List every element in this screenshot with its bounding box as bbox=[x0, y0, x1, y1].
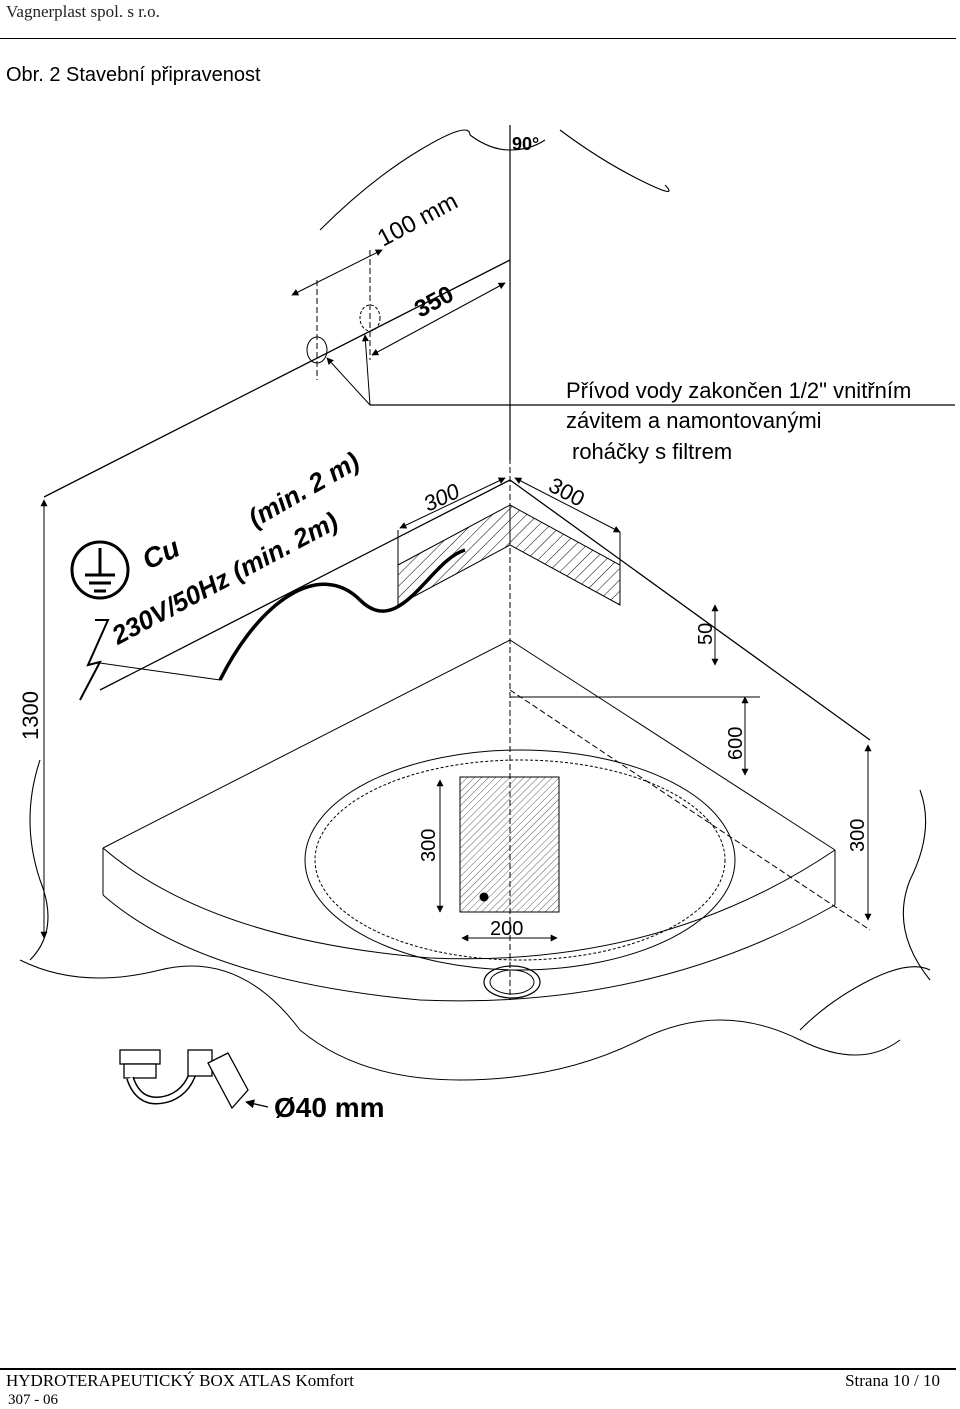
footer-document-title: HYDROTERAPEUTICKÝ BOX ATLAS Komfort bbox=[6, 1371, 355, 1390]
header-rule bbox=[0, 38, 956, 39]
company-name: Vagnerplast spol. s r.o. bbox=[6, 2, 160, 21]
dim-1300-label: 1300 bbox=[18, 691, 43, 740]
electric-supply bbox=[79, 548, 466, 701]
dim-300-floor-label: 300 bbox=[418, 829, 440, 862]
siphon-icon bbox=[119, 1049, 269, 1110]
dim-600-label: 600 bbox=[725, 727, 747, 760]
dim-300-left-label: 300 bbox=[420, 478, 465, 516]
dim-350 bbox=[371, 282, 506, 356]
dim-350-label: 350 bbox=[410, 281, 458, 324]
footer-rule bbox=[0, 1368, 956, 1370]
earth-symbol-icon bbox=[70, 540, 130, 600]
wall-break-lines bbox=[29, 129, 931, 1031]
water-note-line-2: závitem a namontovanými bbox=[566, 408, 822, 433]
earth-label: Cu bbox=[137, 532, 184, 576]
dim-300-top bbox=[397, 477, 621, 565]
footer-document-code: 307 - 06 bbox=[8, 1392, 58, 1408]
drain-access-zone bbox=[436, 776, 560, 942]
footer-page-number: Strana 10 / 10 bbox=[845, 1371, 940, 1390]
dim-100mm-label: 100 mm bbox=[373, 188, 462, 253]
water-note-line-3: roháčky s filtrem bbox=[572, 439, 732, 464]
shower-tray bbox=[102, 639, 871, 1002]
figure-title: Obr. 2 Stavební připravenost bbox=[6, 64, 261, 86]
dim-50-label: 50 bbox=[695, 623, 717, 645]
floor-outline bbox=[19, 959, 901, 1081]
dim-300-right-vert-label: 300 bbox=[847, 819, 869, 852]
dim-600 bbox=[510, 696, 760, 776]
dim-200-floor-label: 200 bbox=[490, 918, 523, 940]
dim-300-right-label: 300 bbox=[545, 472, 589, 511]
power-label: 230V/50Hz (min. 2m) bbox=[106, 506, 343, 651]
water-note-line-1: Přívod vody zakončen 1/2" vnitřním bbox=[566, 378, 911, 403]
drain-diameter-label: Ø40 mm bbox=[274, 1092, 385, 1123]
dim-100mm bbox=[291, 249, 383, 296]
angle-label: 90° bbox=[512, 134, 539, 154]
